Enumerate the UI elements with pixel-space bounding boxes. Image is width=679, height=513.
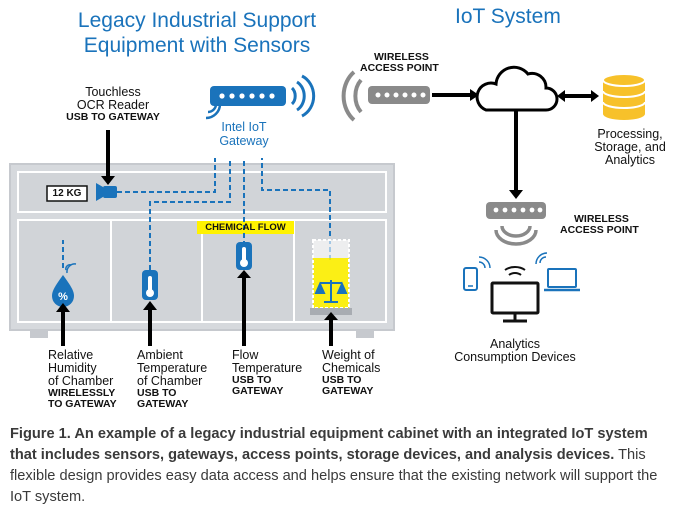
legacy-title-line1: Legacy Industrial Support <box>77 9 317 32</box>
cloud-to-ap-arrowhead <box>509 190 523 199</box>
legacy-title-line2: Equipment with Sensors <box>83 34 311 57</box>
processing-label: Processing, Storage, and Analytics <box>585 128 675 167</box>
humidity-conn2: TO GATEWAY <box>48 398 117 410</box>
access-point-bottom-label: WIRELESS ACCESS POINT <box>560 214 639 236</box>
ambient-conn1: USB TO <box>137 387 177 399</box>
processing-line2: Storage, and <box>594 140 666 154</box>
humidity-line3: of Chamber <box>48 374 114 388</box>
chemical-container-icon <box>310 239 352 315</box>
ocr-label-line2: OCR Reader <box>76 98 150 112</box>
cloud-storage-arrowhead-left <box>557 90 565 102</box>
processing-line1: Processing, <box>597 127 663 141</box>
gateway-label: Intel IoT Gateway <box>204 120 284 148</box>
weight-line2: Chemicals <box>322 361 381 375</box>
analytics-label: Analytics Consumption Devices <box>440 338 590 364</box>
access-point-top-label: WIRELESS ACCESS POINT <box>360 52 439 74</box>
weight-conn2: GATEWAY <box>322 385 374 397</box>
gateway-label-line2: Gateway <box>219 134 269 148</box>
flow-sensor-label: Flow Temperature USB TO GATEWAY <box>232 349 302 397</box>
cloud-storage-arrowhead-right <box>591 90 599 102</box>
sensor-connection-lines <box>62 158 331 270</box>
ambient-line1: Ambient <box>137 348 183 362</box>
ocr-reader-label: Touchless OCR Reader USB TO GATEWAY <box>58 86 168 123</box>
chemical-flow-highlight <box>197 221 294 234</box>
gateway-label-line1: Intel IoT <box>221 120 267 134</box>
flow-line1: Flow <box>232 348 259 362</box>
flow-temperature-sensor-icon <box>236 242 252 270</box>
legacy-title: Legacy Industrial Support Equipment with… <box>32 8 362 58</box>
ambient-sensor-label: Ambient Temperature of Chamber USB TO GA… <box>137 349 207 410</box>
laptop-icon <box>535 252 580 292</box>
ocr-label-connection: USB TO GATEWAY <box>66 111 160 123</box>
ambient-conn2: GATEWAY <box>137 398 189 410</box>
cloud-icon <box>475 65 559 112</box>
phone-icon <box>463 256 491 291</box>
flow-conn2: GATEWAY <box>232 385 284 397</box>
humidity-line1: Relative <box>48 348 94 362</box>
weight-conn1: USB TO <box>322 374 362 386</box>
analytics-line1: Analytics <box>489 337 541 351</box>
label-arrowheads <box>56 176 338 320</box>
access-point-bottom-line1: WIRELESS <box>574 213 629 225</box>
humidity-conn1: WIRELESSLY <box>48 387 116 399</box>
ambient-temperature-sensor-icon <box>142 270 158 300</box>
ocr-label-line1: Touchless <box>85 85 141 99</box>
intel-iot-gateway-icon <box>205 74 316 120</box>
ambient-line2: Temperature <box>137 361 208 375</box>
figure-caption: Figure 1. An example of a legacy industr… <box>10 424 672 508</box>
flow-line2: Temperature <box>232 361 303 375</box>
weight-sensor-label: Weight of Chemicals USB TO GATEWAY <box>322 349 380 397</box>
access-point-bottom-line2: ACCESS POINT <box>560 224 639 236</box>
access-point-top-line1: WIRELESS <box>374 51 429 63</box>
iot-title: IoT System <box>455 5 561 28</box>
storage-database-icon <box>602 73 646 120</box>
diagram-canvas: % <box>9 65 646 346</box>
caption-normal: This flexible design provides easy data … <box>10 447 658 505</box>
scale-icon <box>314 280 348 303</box>
ap-to-cloud-arrowhead <box>470 89 479 101</box>
humidity-sensor-label: Relative Humidity of Chamber WIRELESSLY … <box>48 349 117 410</box>
humidity-sensor-icon <box>52 263 77 307</box>
monitor-icon <box>490 266 540 323</box>
wireless-access-point-top-icon <box>341 70 430 122</box>
chemical-flow-label: CHEMICAL FLOW <box>205 222 286 233</box>
wireless-access-point-bottom-icon <box>486 202 546 246</box>
humidity-line2: Humidity <box>48 361 97 375</box>
label-arrows <box>61 130 333 346</box>
analytics-line2: Consumption Devices <box>454 350 576 364</box>
weight-line1: Weight of <box>322 348 375 362</box>
scale-readout-box <box>46 185 88 202</box>
processing-line3: Analytics <box>604 153 656 167</box>
access-point-top-line2: ACCESS POINT <box>360 62 439 74</box>
ambient-line3: of Chamber <box>137 374 203 388</box>
scale-readout: 12 KG <box>52 188 82 199</box>
flow-conn1: USB TO <box>232 374 272 386</box>
humidity-symbol: % <box>58 291 68 303</box>
caption-bold: Figure 1. An example of a legacy industr… <box>10 426 648 463</box>
ocr-reader-icon <box>96 183 117 201</box>
